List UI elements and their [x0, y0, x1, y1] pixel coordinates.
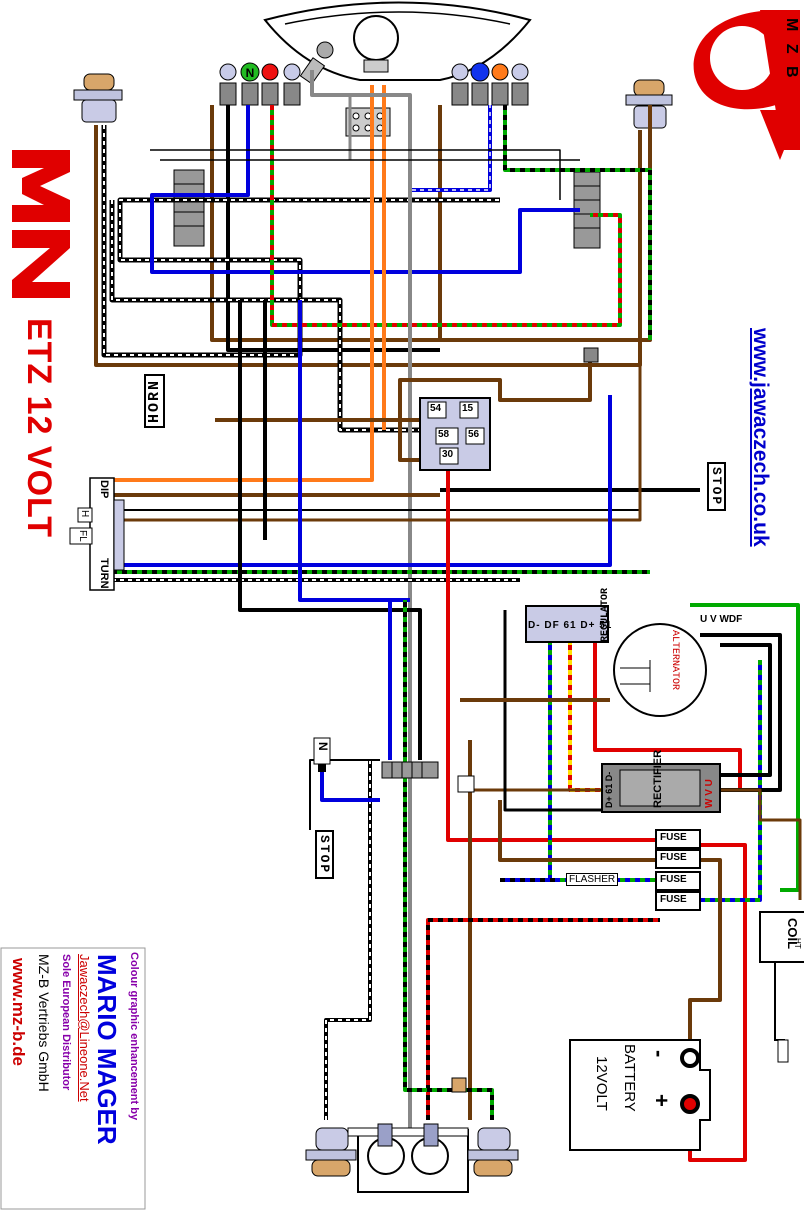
- svg-text:N: N: [246, 66, 255, 80]
- alternator-terminals: U V WDF: [700, 614, 743, 625]
- credits-block: Colour graphic enhancement by MARIO MAGE…: [0, 948, 146, 1210]
- battery: [569, 1039, 711, 1151]
- dip-label: DIP: [98, 480, 110, 499]
- fuse-label-2: FUSE: [660, 852, 687, 863]
- regulator-label: REGULATOR: [600, 587, 611, 642]
- battery-plus-label: +: [649, 1094, 674, 1107]
- wiring-harness: [94, 70, 802, 1162]
- neutral-switch-label: N: [316, 742, 330, 751]
- credits-line-1: Colour graphic enhancement by: [128, 952, 140, 1121]
- headlamp: [263, 1, 532, 81]
- switch-terminal-58: 58: [438, 429, 450, 440]
- switch-terminal-30: 30: [442, 449, 454, 460]
- rectifier-left-terminals: D+ 61 D-: [604, 771, 614, 808]
- alternator-label: ALTERNATOR: [669, 630, 680, 691]
- switch-terminal-54: 54: [430, 403, 442, 414]
- flasher-label: FLASHER: [566, 873, 619, 886]
- stop-label-top: STOP: [707, 462, 726, 512]
- junction-block: [381, 347, 599, 1093]
- neutral-switch: [313, 737, 331, 772]
- rear-indicator-left: [305, 1127, 357, 1177]
- rectifier-right-terminals: W V U: [704, 779, 715, 808]
- horn-label: HORN: [144, 373, 165, 428]
- warning-lamps-left: N: [219, 62, 301, 106]
- alternator: [613, 623, 707, 717]
- mz-logo: [12, 150, 70, 298]
- switch-terminal-56: 56: [468, 429, 480, 440]
- ignition-switch: [419, 397, 491, 471]
- credits-line-2: MARIO MAGER: [92, 954, 122, 1145]
- regulator-terminals: D- DF 61 D+ 51: [528, 620, 613, 631]
- regulator: [525, 605, 609, 643]
- battery-minus-label: -: [647, 1050, 672, 1058]
- rectifier-label: RECTIFIER: [652, 749, 664, 808]
- h-label: H: [79, 510, 90, 518]
- fuse-label-3: FUSE: [660, 874, 687, 885]
- mzb-logo: [693, 10, 800, 160]
- warning-lamps-right: [451, 62, 529, 106]
- switch-terminal-15: 15: [462, 403, 474, 414]
- connector-block-left: [173, 169, 205, 247]
- rear-lamp-assembly: [347, 1123, 469, 1193]
- credits-line-4: Sole European Distributor: [60, 954, 72, 1091]
- credits-email[interactable]: Jawaczech@Lineone.Net: [77, 954, 92, 1102]
- credits-line-5: MZ-B Vertriebs GmbH: [36, 954, 52, 1092]
- stop-label-mid: STOP: [315, 830, 334, 880]
- battery-label: BATTERY: [621, 1044, 638, 1112]
- rectifier: [601, 763, 721, 813]
- diagram-title: ETZ 12 VOLT: [20, 318, 58, 539]
- website-link[interactable]: www.jawaczech.co.uk: [749, 328, 772, 547]
- fuse-label-4: FUSE: [660, 894, 687, 905]
- rear-indicator-right: [467, 1127, 519, 1177]
- mzb-logo-text: M Z B: [783, 18, 800, 82]
- credits-website[interactable]: www.mz-b.de: [9, 958, 28, 1066]
- front-indicator-left: [73, 73, 123, 123]
- front-indicator-right: [625, 79, 673, 129]
- battery-voltage-label: 12VOLT: [593, 1056, 610, 1111]
- ht-label: HT: [793, 938, 802, 949]
- fl-label: FL: [77, 530, 88, 542]
- ignition-coil: [759, 911, 804, 1063]
- handlebar-switch: [69, 477, 125, 591]
- credits-frame: [0, 947, 146, 1210]
- fuse-label-1: FUSE: [660, 832, 687, 843]
- turn-label: TURN: [98, 558, 110, 589]
- fuse-box: [655, 829, 701, 911]
